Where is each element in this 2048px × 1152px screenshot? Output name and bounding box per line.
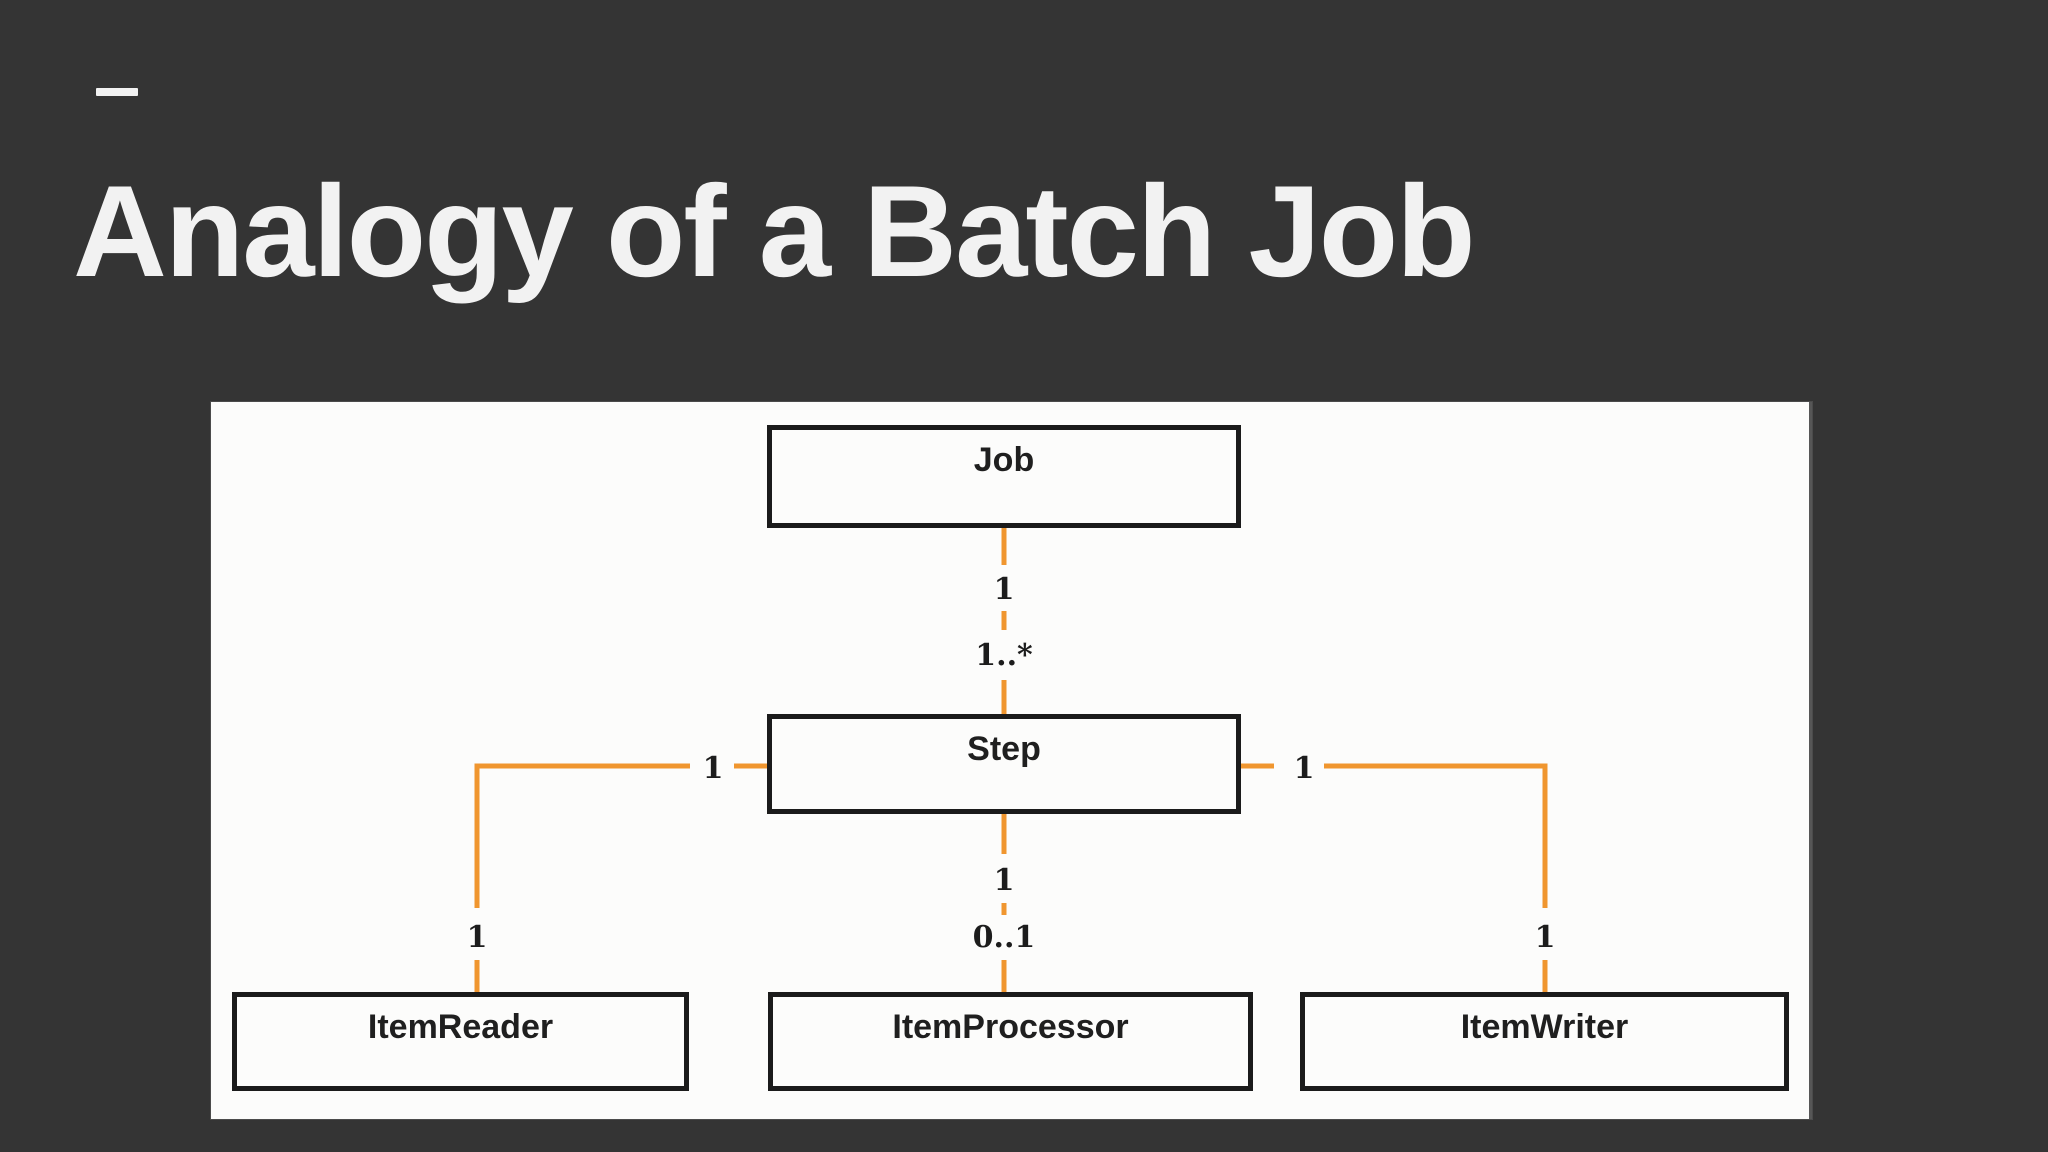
uml-box-label: ItemProcessor [892, 1008, 1129, 1046]
uml-box-step: Step [767, 714, 1241, 814]
job-step-connector: 1 1..* [975, 528, 1033, 714]
title-accent-dash [96, 88, 138, 96]
step-writer-connector: 1 1 [1240, 751, 1555, 992]
job-step-child-multiplicity: 1..* [975, 638, 1033, 673]
uml-box-item-writer: ItemWriter [1300, 992, 1789, 1091]
job-step-parent-multiplicity: 1 [994, 572, 1015, 607]
page-title: Analogy of a Batch Job [73, 158, 1476, 304]
uml-box-label: ItemWriter [1460, 1008, 1629, 1046]
step-reader-connector: 1 1 [467, 751, 767, 992]
connector-layer: 1 1..* 1 0..1 1 1 [467, 528, 1555, 992]
step-writer-child-multiplicity: 1 [1535, 920, 1556, 955]
step-writer-parent-multiplicity: 1 [1294, 751, 1315, 786]
uml-box-item-processor: ItemProcessor [768, 992, 1253, 1091]
uml-box-item-reader: ItemReader [232, 992, 689, 1091]
uml-box-job: Job [767, 425, 1241, 528]
step-reader-elbow [474, 763, 690, 908]
step-reader-child-multiplicity: 1 [467, 920, 488, 955]
step-processor-parent-multiplicity: 1 [994, 863, 1015, 898]
step-processor-connector: 1 0..1 [973, 814, 1036, 992]
step-processor-child-multiplicity: 0..1 [973, 920, 1036, 955]
step-writer-elbow [1324, 763, 1548, 908]
uml-box-label: Job [973, 441, 1035, 479]
uml-box-label: Step [967, 730, 1041, 768]
step-reader-parent-multiplicity: 1 [703, 751, 724, 786]
batch-job-diagram-panel: 1 1..* 1 0..1 1 1 [211, 402, 1812, 1119]
uml-box-label: ItemReader [367, 1008, 554, 1046]
